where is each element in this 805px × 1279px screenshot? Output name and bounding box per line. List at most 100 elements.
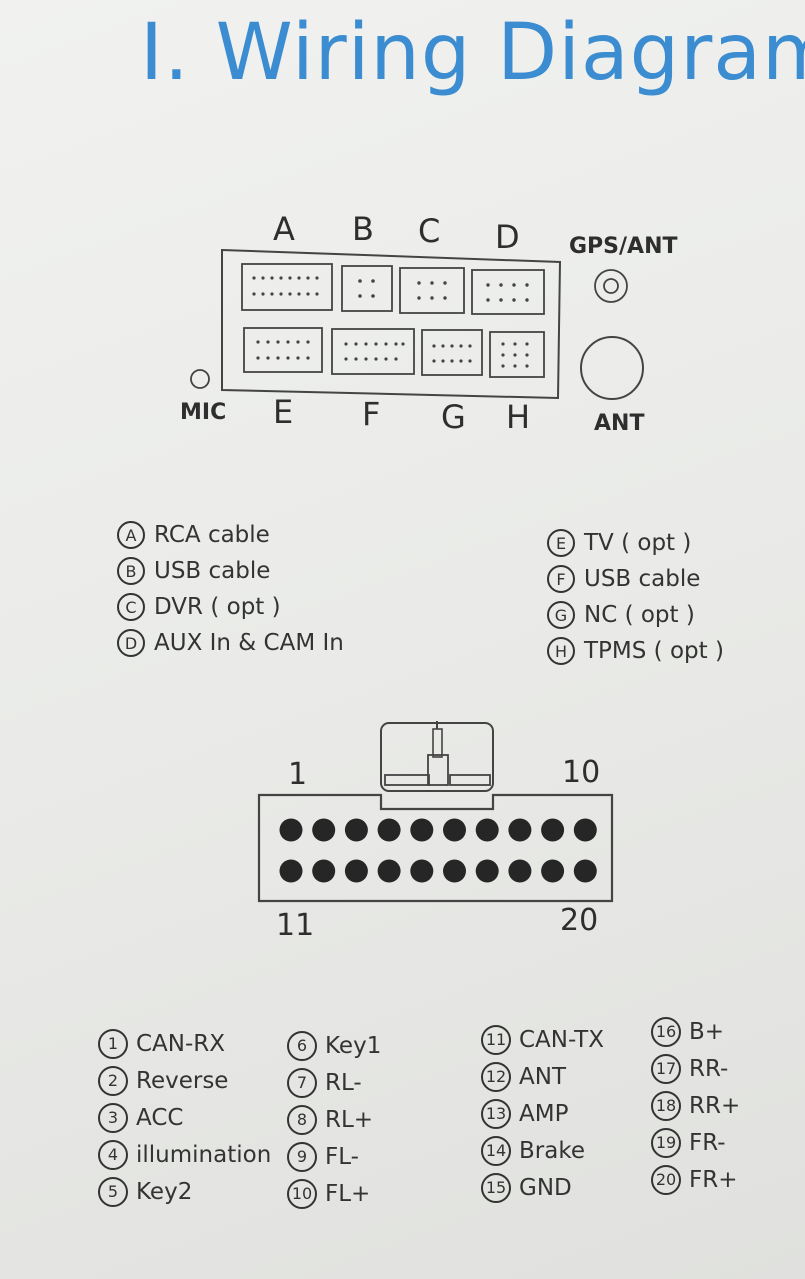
connector-pin-15 bbox=[410, 859, 434, 883]
pin-key: 5 bbox=[98, 1176, 128, 1207]
port-letter-e: E bbox=[273, 393, 294, 431]
connector-pin-19 bbox=[541, 859, 565, 883]
legend-label: USB cable bbox=[584, 566, 701, 592]
legend-item: E TV ( opt ) bbox=[547, 525, 724, 561]
pin-item: 15 GND bbox=[481, 1169, 604, 1206]
pin-function: FL+ bbox=[325, 1180, 371, 1207]
port-letter-d: D bbox=[495, 218, 520, 256]
connector-pin-7 bbox=[475, 818, 499, 842]
legend-key: F bbox=[547, 565, 575, 593]
connector-body bbox=[257, 793, 614, 903]
pin-function: ACC bbox=[136, 1104, 184, 1131]
pin-key: 17 bbox=[651, 1053, 681, 1084]
port-d bbox=[471, 269, 545, 315]
pin-key: 3 bbox=[98, 1102, 128, 1133]
pin-label-20: 20 bbox=[560, 903, 599, 938]
port-h bbox=[489, 331, 545, 378]
mic-label: MIC bbox=[180, 400, 227, 425]
ant-label: ANT bbox=[594, 411, 645, 436]
pin-function: FL- bbox=[325, 1143, 359, 1170]
port-letter-c: C bbox=[418, 212, 441, 250]
port-a bbox=[241, 263, 333, 311]
pin-key: 15 bbox=[481, 1172, 511, 1203]
connector-pin-6 bbox=[443, 818, 466, 842]
pin-function: Key1 bbox=[325, 1032, 382, 1059]
pin-key: 9 bbox=[287, 1141, 317, 1172]
legend-label: TPMS ( opt ) bbox=[584, 638, 724, 664]
legend-item: H TPMS ( opt ) bbox=[547, 633, 724, 669]
connector-pin-10 bbox=[573, 818, 597, 842]
pin-function: CAN-TX bbox=[519, 1026, 604, 1053]
port-letter-b: B bbox=[352, 210, 374, 248]
pin-item: 17 RR- bbox=[651, 1050, 740, 1087]
gps-ant-label: GPS/ANT bbox=[569, 234, 678, 259]
port-e bbox=[243, 327, 323, 373]
pin-function: Key2 bbox=[136, 1178, 193, 1205]
legend-item: D AUX In & CAM In bbox=[117, 625, 344, 661]
legend-label: DVR ( opt ) bbox=[154, 594, 281, 620]
pin-function: RR- bbox=[689, 1055, 729, 1082]
connector-pin-14 bbox=[377, 859, 401, 883]
mic-hole bbox=[190, 369, 210, 389]
pin-key: 7 bbox=[287, 1067, 317, 1098]
port-letter-f: F bbox=[362, 395, 381, 433]
connector-pin-4 bbox=[377, 818, 401, 842]
pin-function: AMP bbox=[519, 1100, 569, 1127]
pin-function: RL+ bbox=[325, 1106, 374, 1133]
pin-function: FR+ bbox=[689, 1166, 738, 1193]
pin-key: 1 bbox=[98, 1028, 128, 1059]
legend-key: D bbox=[117, 629, 145, 657]
pin-item: 5 Key2 bbox=[98, 1173, 271, 1210]
ant-connector bbox=[580, 336, 644, 400]
pin-item: 1 CAN-RX bbox=[98, 1025, 271, 1062]
legend-label: NC ( opt ) bbox=[584, 602, 695, 628]
pin-item: 4 illumination bbox=[98, 1136, 271, 1173]
connector-pin-20 bbox=[573, 859, 597, 883]
port-g bbox=[421, 329, 483, 376]
pin-function: GND bbox=[519, 1174, 572, 1201]
iso-connector-diagram bbox=[257, 721, 614, 903]
legend-label: RCA cable bbox=[154, 522, 270, 548]
pin-item: 9 FL- bbox=[287, 1138, 381, 1175]
page-title: I. Wiring Diagram bbox=[140, 8, 805, 98]
legend-key: B bbox=[117, 557, 145, 585]
pin-function: ANT bbox=[519, 1063, 566, 1090]
pin-item: 13 AMP bbox=[481, 1095, 604, 1132]
pin-function: CAN-RX bbox=[136, 1030, 226, 1057]
legend-label: TV ( opt ) bbox=[584, 530, 692, 556]
legend-label: AUX In & CAM In bbox=[154, 630, 344, 656]
port-legend-left: A RCA cable B USB cable C DVR ( opt ) D … bbox=[117, 517, 344, 661]
pin-function: illumination bbox=[136, 1141, 272, 1168]
connector-pin-3 bbox=[344, 818, 368, 842]
gps-connector bbox=[594, 269, 628, 303]
pin-key: 4 bbox=[98, 1139, 128, 1170]
pin-key: 8 bbox=[287, 1104, 317, 1135]
legend-key: C bbox=[117, 593, 145, 621]
legend-key: A bbox=[117, 521, 145, 549]
port-c bbox=[399, 267, 465, 314]
port-b bbox=[341, 265, 393, 312]
legend-item: F USB cable bbox=[547, 561, 724, 597]
pin-key: 14 bbox=[481, 1135, 511, 1166]
port-letter-g: G bbox=[441, 398, 466, 436]
legend-item: B USB cable bbox=[117, 553, 344, 589]
port-legend-right: E TV ( opt ) F USB cable G NC ( opt ) H … bbox=[547, 525, 724, 669]
pin-label-10: 10 bbox=[562, 755, 601, 790]
pin-function: FR- bbox=[689, 1129, 726, 1156]
pin-key: 18 bbox=[651, 1090, 681, 1121]
legend-item: C DVR ( opt ) bbox=[117, 589, 344, 625]
connector-pin-12 bbox=[312, 859, 336, 883]
pin-key: 13 bbox=[481, 1098, 511, 1129]
pin-key: 2 bbox=[98, 1065, 128, 1096]
